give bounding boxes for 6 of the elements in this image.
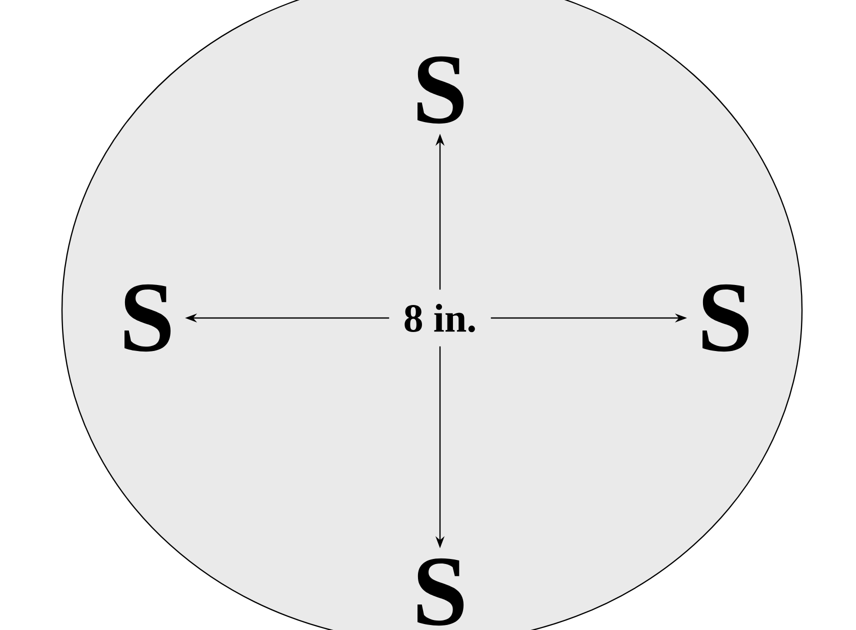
side-label: S [418,558,464,626]
side-label: S [418,56,464,124]
circular-outline [61,0,803,630]
side-label: S [702,284,749,352]
dimension-label: 8 in. [404,304,475,332]
side-label: S [124,284,171,352]
